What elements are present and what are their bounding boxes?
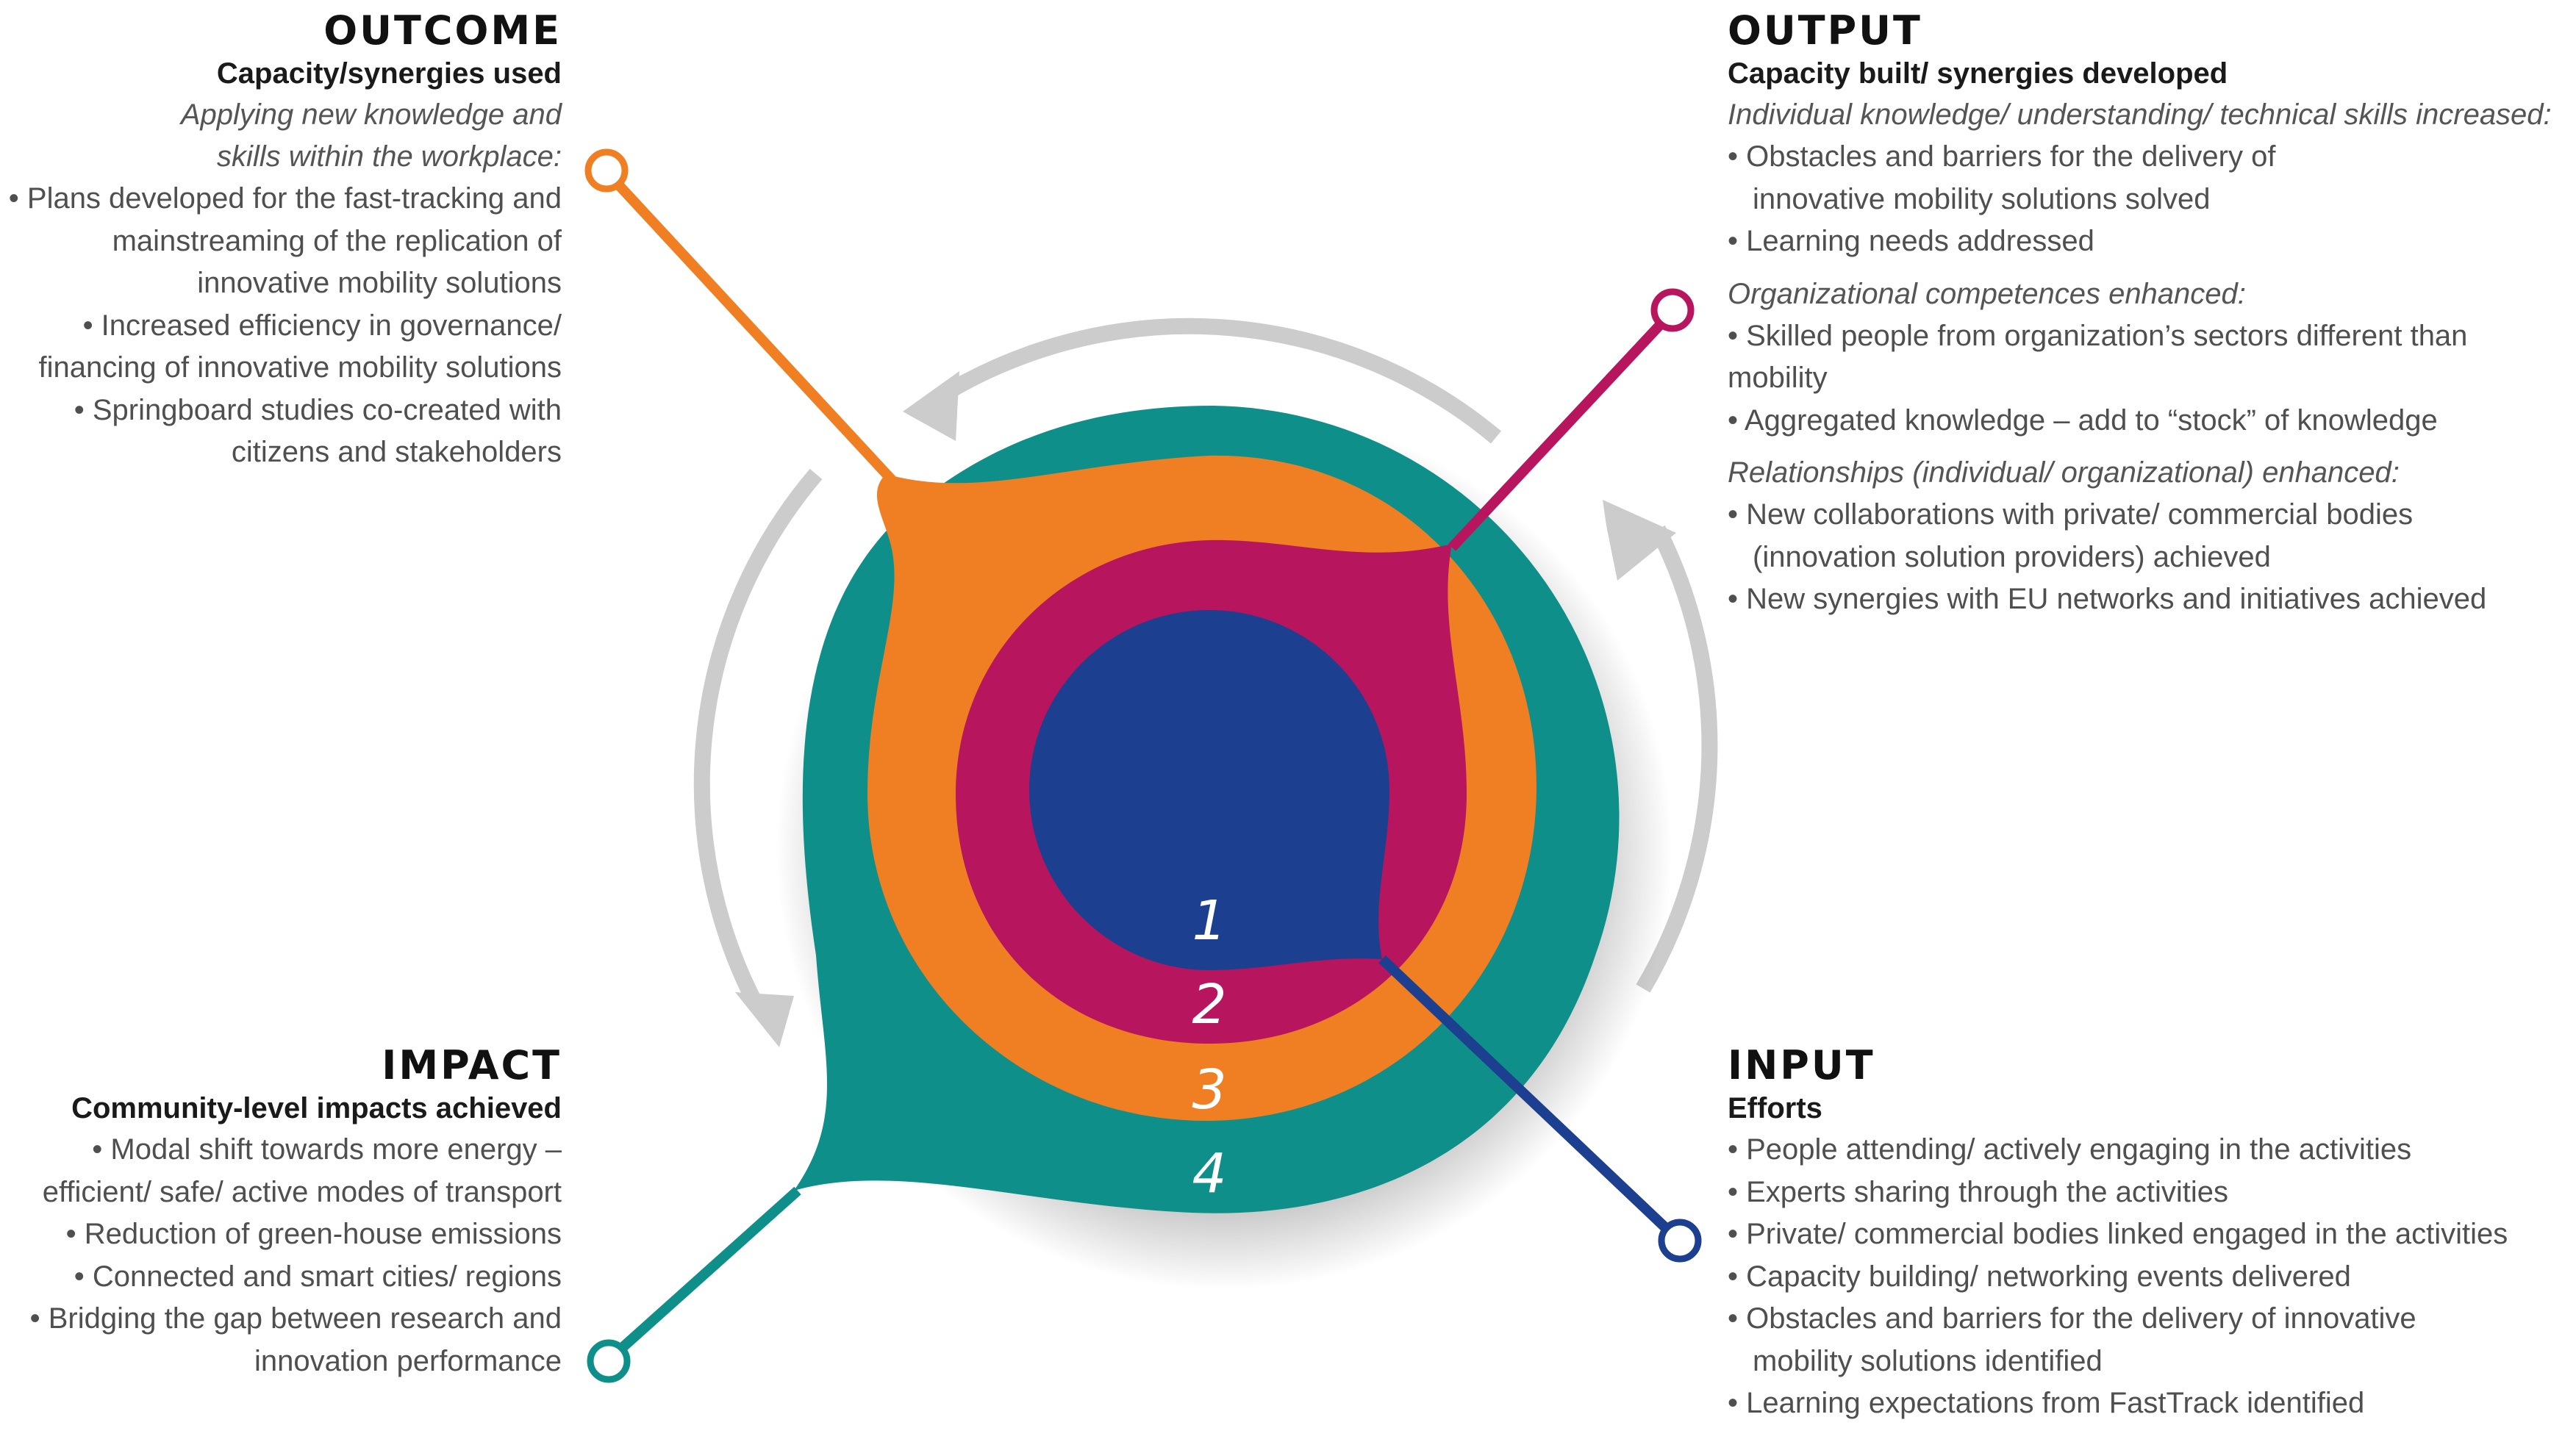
output-section-title: Individual knowledge/ understanding/ tec… — [1728, 98, 2552, 131]
cycle-arrowhead-top — [903, 371, 959, 441]
impact-bullet: innovation performance — [254, 1344, 562, 1377]
output-heading: OUTPUT — [1728, 7, 1922, 54]
outcome-endpoint — [584, 148, 629, 193]
outcome-bullet: innovative mobility solutions — [197, 267, 562, 299]
output-bullet: (innovation solution providers) achieved — [1753, 540, 2271, 573]
output-subheading: Capacity built/ synergies developed — [1728, 57, 2228, 90]
ring-1-navy — [1029, 610, 1389, 970]
connector-output — [1448, 320, 1666, 551]
cycle-arrows — [693, 317, 1718, 1047]
input-bullet: • People attending/ actively engaging in… — [1728, 1133, 2412, 1166]
output-bullet: • Aggregated knowledge – add to “stock” … — [1728, 403, 2438, 437]
outcome-bullet: citizens and stakeholders — [231, 436, 562, 468]
output-bullet: • Skilled people from organization’s sec… — [1728, 319, 2468, 395]
ring-number-1: 1 — [1192, 889, 1226, 952]
impact-subheading: Community-level impacts achieved — [71, 1092, 562, 1124]
connector-impact — [618, 1186, 801, 1353]
output-bullet: innovative mobility solutions solved — [1753, 182, 2211, 215]
outcome-heading: OUTCOME — [323, 7, 562, 54]
input-bullet: mobility solutions identified — [1753, 1344, 2103, 1377]
outcome-bullet: mainstreaming of the replication of — [112, 224, 562, 257]
cycle-arrow-top — [929, 317, 1502, 444]
impact-heading: IMPACT — [382, 1042, 562, 1088]
cycle-arrowhead-right — [1603, 500, 1676, 581]
input-bullet: • Capacity building/ networking events d… — [1728, 1260, 2351, 1293]
cycle-arrowhead-left — [735, 992, 794, 1047]
impact-bullet: • Bridging the gap between research and — [29, 1302, 562, 1335]
impact-endpoint — [587, 1339, 631, 1383]
output-bullet: • Obstacles and barriers for the deliver… — [1728, 140, 2276, 173]
input-subheading: Efforts — [1728, 1092, 1822, 1124]
cycle-arrow-left — [693, 468, 823, 1011]
impact-bullet: efficient/ safe/ active modes of transpo… — [42, 1175, 562, 1208]
impact-bullet: • Modal shift towards more energy – — [92, 1133, 562, 1166]
cycle-arrow-right — [1636, 525, 1718, 993]
outcome-bullet: • Plans developed for the fast-tracking … — [8, 182, 562, 215]
impact-bullet: • Connected and smart cities/ regions — [74, 1260, 562, 1293]
connector-outcome — [613, 180, 898, 485]
outcome-italic-line: skills within the workplace: — [216, 140, 562, 173]
input-heading: INPUT — [1728, 1042, 1875, 1088]
outcome-subheading: Capacity/synergies used — [216, 57, 562, 90]
input-bullet: • Learning expectations from FastTrack i… — [1728, 1387, 2365, 1419]
input-block: INPUT Efforts • People attending/ active… — [1728, 1044, 2573, 1425]
output-block: OUTPUT Capacity built/ synergies develop… — [1728, 9, 2573, 621]
input-bullet: • Obstacles and barriers for the deliver… — [1728, 1302, 2416, 1335]
output-bullet: • New collaborations with private/ comme… — [1728, 498, 2414, 531]
output-bullet: • New synergies with EU networks and ini… — [1728, 583, 2487, 615]
ring-number-3: 3 — [1192, 1058, 1226, 1122]
outcome-italic-line: Applying new knowledge and — [180, 98, 562, 131]
ring-number-2: 2 — [1192, 973, 1226, 1036]
input-bullet: • Experts sharing through the activities — [1728, 1175, 2229, 1208]
output-section-title: Relationships (individual/ organizationa… — [1728, 456, 2400, 489]
output-bullet: • Learning needs addressed — [1728, 225, 2094, 257]
impact-bullet: • Reduction of green-house emissions — [65, 1218, 562, 1250]
input-bullet: • Private/ commercial bodies linked enga… — [1728, 1218, 2508, 1250]
outcome-bullet: • Increased efficiency in governance/ — [82, 309, 562, 342]
outcome-bullet: financing of innovative mobility solutio… — [38, 351, 562, 384]
ring-number-4: 4 — [1192, 1142, 1226, 1205]
output-section-title: Organizational competences enhanced: — [1728, 277, 2246, 310]
impact-block: IMPACT Community-level impacts achieved … — [3, 1044, 562, 1382]
output-endpoint — [1650, 288, 1695, 332]
outcome-bullet: • Springboard studies co-created with — [74, 393, 562, 426]
input-endpoint — [1658, 1219, 1702, 1263]
outcome-block: OUTCOME Capacity/synergies used Applying… — [3, 9, 562, 474]
connector-input — [1378, 955, 1669, 1232]
